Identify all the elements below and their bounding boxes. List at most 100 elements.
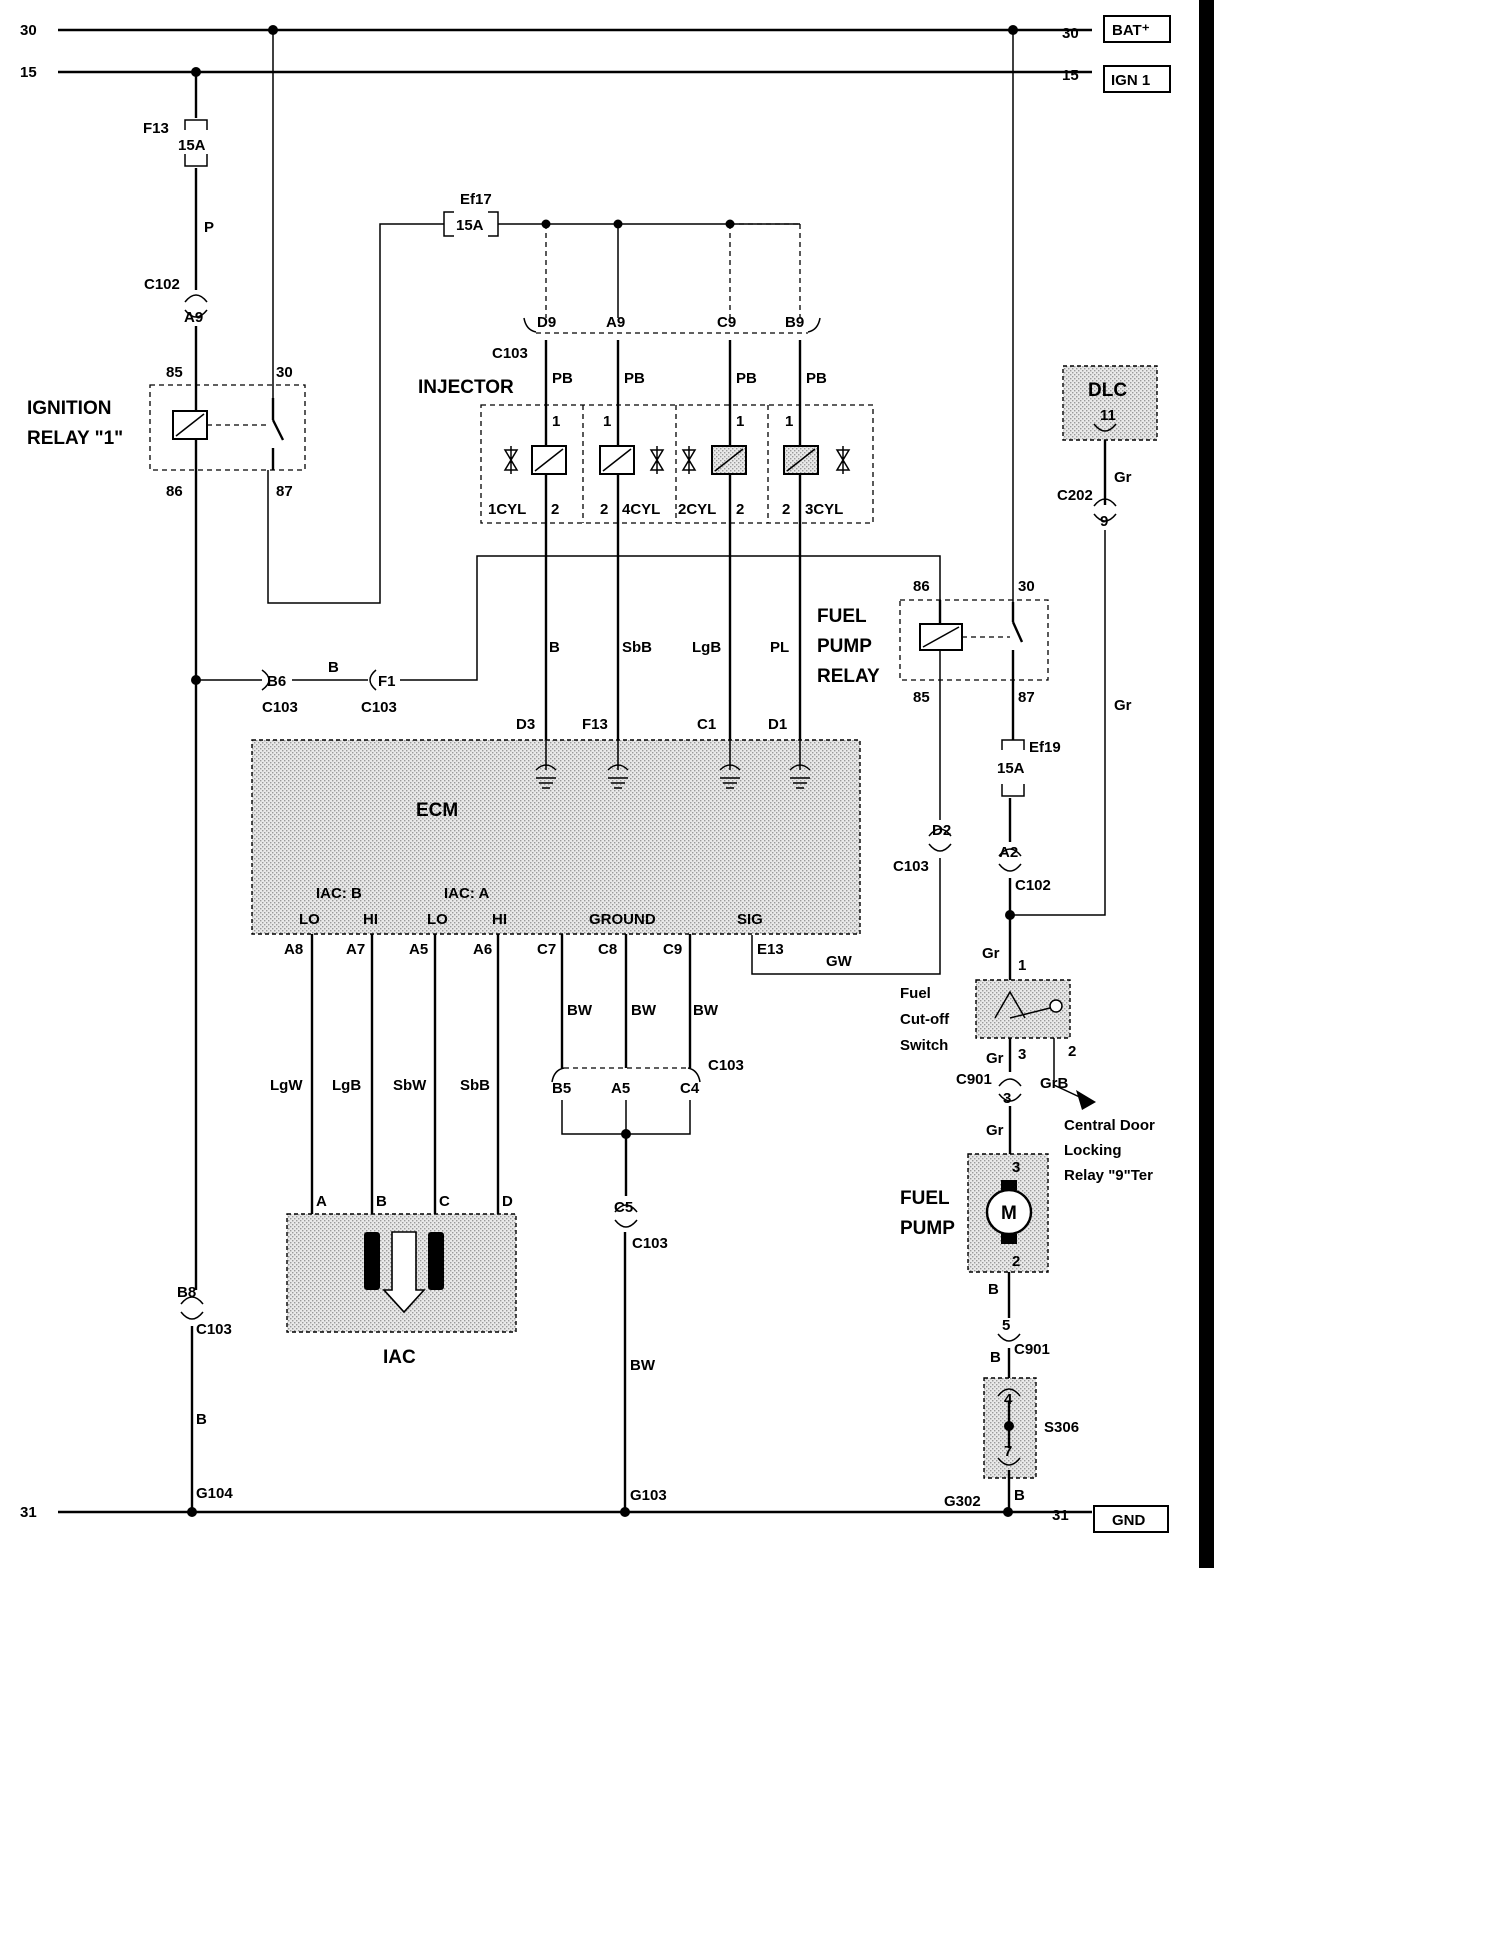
iac-b-label: IAC: B [316, 885, 362, 902]
rail-30-left-label: 30 [20, 22, 37, 39]
injector-1cyl [503, 408, 567, 523]
iac-title: IAC [383, 1347, 416, 1368]
ef17-label: Ef17 [460, 191, 492, 208]
b5-label: B5 [552, 1080, 571, 1097]
ef19-fuse: Ef19 15A [997, 680, 1061, 842]
a8-label: A8 [284, 941, 303, 958]
wire-color-gr-a: Gr [982, 945, 1000, 962]
fcs-pin1: 1 [1018, 957, 1026, 974]
wire-color-bw2: BW [631, 1002, 657, 1019]
fuel-pump: 3 M 2 FUEL PUMP [900, 1153, 1049, 1273]
fp-pin3: 3 [1012, 1159, 1020, 1176]
wire-color-bw1: BW [567, 1002, 593, 1019]
injector-2cyl [681, 408, 747, 523]
c202-label: C202 [1057, 487, 1093, 504]
iac-motor: A B C D IAC [286, 1193, 517, 1368]
ecm-title: ECM [416, 800, 458, 821]
a9-inj-label: A9 [606, 314, 625, 331]
fp-title2: PUMP [900, 1218, 955, 1239]
lo1-label: LO [299, 911, 320, 928]
inj-pin2-c: 2 [736, 501, 744, 518]
s306-pin4: 4 [1004, 1391, 1013, 1408]
wire-color-pb2: PB [624, 370, 645, 387]
wire-color-sbb-iac: SbB [460, 1077, 490, 1094]
wire-color-gw: GW [826, 953, 853, 970]
ignition-rail-15: 15 15 IGN 1 [20, 64, 1171, 93]
dlc: DLC 11 Gr 9 C202 [1057, 365, 1158, 530]
wiring-diagram: 30 30 BAT⁺ 15 15 IGN 1 31 31 GND F13 15A… [20, 0, 1214, 1568]
ef17-rating: 15A [456, 217, 484, 234]
inj-pin2-a: 2 [551, 501, 559, 518]
fp-title1: FUEL [900, 1188, 950, 1209]
injector-4cyl [599, 408, 665, 523]
ignition-relay-1: IGNITION RELAY "1" 85 30 86 87 [27, 364, 306, 500]
fp-relay-title1: FUEL [817, 606, 867, 627]
fuel-cut-off-switch: 1 3 2 Fuel Cut-off Switch [900, 957, 1076, 1063]
fp-relay-pin85: 85 [913, 689, 930, 706]
wire-grb [1053, 1038, 1087, 1101]
c9-inj-label: C9 [717, 314, 736, 331]
wire-color-b-g104: B [196, 1411, 207, 1428]
fcs-title3: Switch [900, 1037, 948, 1054]
a6-label: A6 [473, 941, 492, 958]
f13-ecm-label: F13 [582, 716, 608, 733]
inj-pin2-b: 2 [600, 501, 608, 518]
f1-label: F1 [378, 673, 396, 690]
c4-label: C4 [680, 1080, 700, 1097]
wire-color-pb3: PB [736, 370, 757, 387]
f13-rating: 15A [178, 137, 206, 154]
sig-label: SIG [737, 911, 763, 928]
hi1-label: HI [363, 911, 378, 928]
ign1-label: IGN 1 [1111, 72, 1150, 89]
injector-3cyl [783, 408, 851, 523]
c901-connector-bottom: 5 C901 [997, 1317, 1050, 1358]
d2-label: D2 [932, 822, 951, 839]
rail-30-right-label: 30 [1062, 25, 1079, 42]
inj-pin2-d: 2 [782, 501, 790, 518]
c103-inj-label: C103 [492, 345, 528, 362]
a5-c103-label: A5 [611, 1080, 630, 1097]
rail-15-right-label: 15 [1062, 67, 1079, 84]
c103-d2-label: C103 [893, 858, 929, 875]
b6-label: B6 [267, 673, 286, 690]
c103-f1-label: C103 [361, 699, 397, 716]
c102-a9-connector: C102 A9 [144, 276, 208, 390]
c103-d2-connector: D2 C103 [893, 822, 952, 875]
wire-f1-to-fp-relay [400, 555, 941, 681]
fcs-title2: Cut-off [900, 1011, 950, 1028]
wire-color-b-pump: B [988, 1281, 999, 1298]
d3-label: D3 [516, 716, 535, 733]
wire-color-bw3: BW [693, 1002, 719, 1019]
dlc-pin-11: 11 [1100, 407, 1116, 424]
rail-31-right-label: 31 [1052, 1507, 1069, 1524]
wire-color-lgb-inj: LgB [692, 639, 721, 656]
ef19-rating: 15A [997, 760, 1025, 777]
e13-label: E13 [757, 941, 784, 958]
s306-label: S306 [1044, 1419, 1079, 1436]
iac-a-label: IAC: A [444, 885, 489, 902]
rail-15-left-label: 15 [20, 64, 37, 81]
wire-color-grb: GrB [1040, 1075, 1069, 1092]
ign-relay-title2: RELAY "1" [27, 428, 123, 449]
rail-31-left-label: 31 [20, 1504, 37, 1521]
c901-top-label: C901 [956, 1071, 992, 1088]
wire-color-lgb-iac: LgB [332, 1077, 361, 1094]
inj-pin1-a: 1 [552, 413, 560, 430]
inj-1cyl-label: 1CYL [488, 501, 526, 518]
iac-pin-b: B [376, 1193, 387, 1210]
dlc-title: DLC [1088, 380, 1127, 401]
fcs-pin3: 3 [1018, 1046, 1026, 1063]
wire-color-b-c901: B [990, 1349, 1001, 1366]
ign-relay-pin30: 30 [276, 364, 293, 381]
wire-color-p: P [204, 219, 214, 236]
page-right-border [1199, 0, 1214, 1568]
wire-color-gr-dlc2: Gr [1114, 697, 1132, 714]
injector-block [480, 404, 874, 524]
g103-label: G103 [630, 1487, 667, 1504]
wire-color-gr-c: Gr [986, 1122, 1004, 1139]
fp-relay-pin30: 30 [1018, 578, 1035, 595]
ef19-label: Ef19 [1029, 739, 1061, 756]
wire-dlc-gr [1010, 530, 1106, 916]
lo2-label: LO [427, 911, 448, 928]
fcs-title1: Fuel [900, 985, 931, 1002]
